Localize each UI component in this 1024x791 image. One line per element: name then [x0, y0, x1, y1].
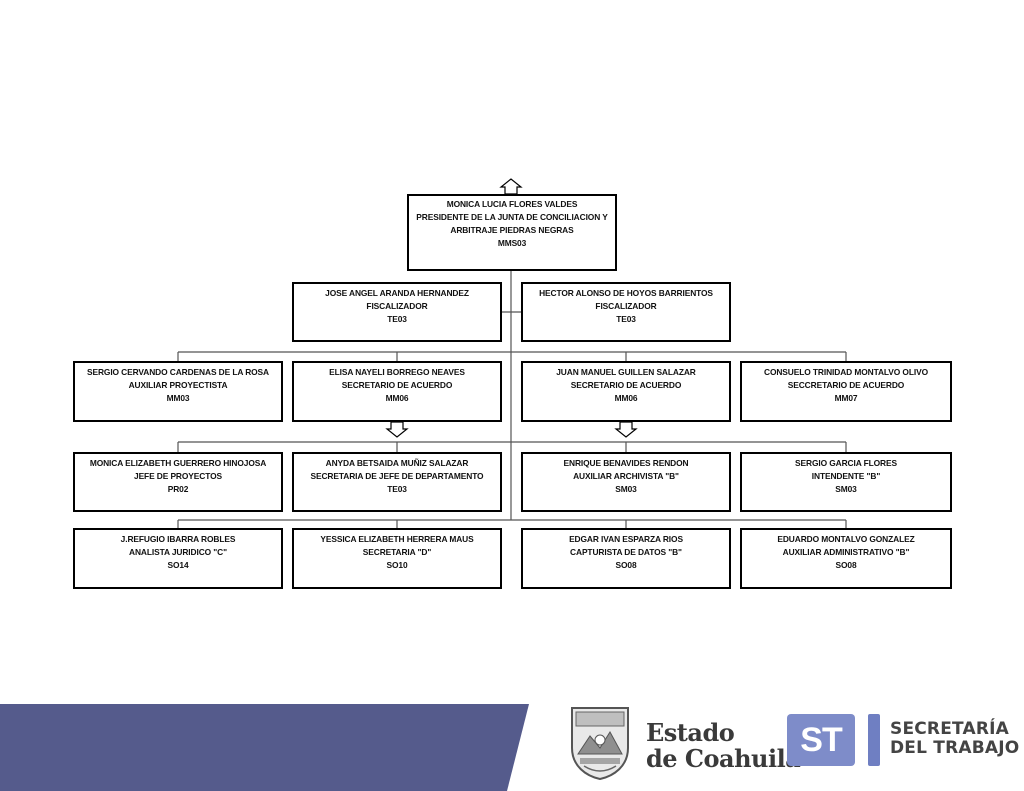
person-name: JUAN MANUEL GUILLEN SALAZAR [556, 367, 696, 377]
up-arrow-icon [499, 178, 523, 195]
org-box-row2-3: JUAN MANUEL GUILLEN SALAZAR SECRETARIO D… [521, 361, 731, 422]
person-name: JOSE ANGEL ARANDA HERNANDEZ [325, 288, 469, 298]
position-title: PRESIDENTE DE LA JUNTA DE CONCILIACION Y… [416, 212, 608, 235]
down-arrow-icon [614, 421, 638, 438]
person-name: SERGIO CERVANDO CARDENAS DE LA ROSA [86, 367, 269, 377]
secretaria-line1: SECRETARÍA [890, 719, 1010, 739]
coahuila-seal-icon [571, 707, 629, 780]
position-code: MMS03 [497, 238, 527, 248]
estado-line2: de Coahuila [646, 744, 801, 773]
person-name: MONICA ELIZABETH GUERRERO HINOJOSA [89, 458, 267, 468]
org-box-row1-1: JOSE ANGEL ARANDA HERNANDEZ FISCALIZADOR… [292, 282, 502, 342]
position-code: SO14 [167, 560, 189, 570]
org-box-row4-4: EDUARDO MONTALVO GONZALEZ AUXILIAR ADMIN… [740, 528, 952, 589]
position-code: SO08 [615, 560, 637, 570]
org-box-row2-2: ELISA NAYELI BORREGO NEAVES SECRETARIO D… [292, 361, 502, 422]
person-name: SERGIO GARCIA FLORES [795, 458, 897, 468]
org-box-row3-3: ENRIQUE BENAVIDES RENDON AUXILIAR ARCHIV… [521, 452, 731, 512]
person-name: ANYDA BETSAIDA MUÑIZ SALAZAR [325, 458, 469, 468]
st-logo-bar [868, 714, 880, 766]
position-title: ANALISTA JURIDICO "C" [129, 547, 227, 557]
org-box-president: MONICA LUCIA FLORES VALDES PRESIDENTE DE… [407, 194, 617, 271]
person-name: MONICA LUCIA FLORES VALDES [446, 199, 578, 209]
person-name: ELISA NAYELI BORREGO NEAVES [329, 367, 465, 377]
position-title: SECRETARIA DE JEFE DE DEPARTAMENTO [310, 471, 484, 481]
position-title: JEFE DE PROYECTOS [134, 471, 222, 481]
position-code: MM03 [166, 393, 190, 403]
person-name: CONSUELO TRINIDAD MONTALVO OLIVO [764, 367, 928, 377]
person-name: EDUARDO MONTALVO GONZALEZ [777, 534, 915, 544]
org-box-row2-4: CONSUELO TRINIDAD MONTALVO OLIVO SECCRET… [740, 361, 952, 422]
estado-line1: Estado [646, 718, 735, 747]
position-code: TE03 [616, 314, 636, 324]
secretaria-line2: DEL TRABAJO [890, 738, 1020, 758]
position-title: AUXILIAR ADMINISTRATIVO "B" [782, 547, 910, 557]
position-title: AUXILIAR PROYECTISTA [128, 380, 228, 390]
org-box-row4-1: J.REFUGIO IBARRA ROBLES ANALISTA JURIDIC… [73, 528, 283, 589]
position-code: SO10 [386, 560, 408, 570]
org-box-row4-2: YESSICA ELIZABETH HERRERA MAUS SECRETARI… [292, 528, 502, 589]
person-name: YESSICA ELIZABETH HERRERA MAUS [320, 534, 474, 544]
position-title: SECRETARIO DE ACUERDO [570, 380, 682, 390]
position-code: MM06 [614, 393, 638, 403]
secretaria-trabajo-logo-text: SECRETARÍA DEL TRABAJO [890, 720, 1019, 758]
position-title: INTENDENTE "B" [811, 471, 881, 481]
position-title: FISCALIZADOR [366, 301, 428, 311]
position-title: FISCALIZADOR [595, 301, 657, 311]
org-box-row3-1: MONICA ELIZABETH GUERRERO HINOJOSA JEFE … [73, 452, 283, 512]
person-name: J.REFUGIO IBARRA ROBLES [120, 534, 236, 544]
person-name: EDGAR IVAN ESPARZA RIOS [569, 534, 683, 544]
org-box-row3-4: SERGIO GARCIA FLORES INTENDENTE "B" SM03 [740, 452, 952, 512]
position-code: SM03 [615, 484, 637, 494]
position-title: AUXILIAR ARCHIVISTA "B" [573, 471, 679, 481]
position-code: SM03 [835, 484, 857, 494]
position-title: SECRETARIA "D" [362, 547, 432, 557]
position-code: TE03 [387, 314, 407, 324]
org-box-row3-2: ANYDA BETSAIDA MUÑIZ SALAZAR SECRETARIA … [292, 452, 502, 512]
position-title: SECCRETARIO DE ACUERDO [787, 380, 905, 390]
person-name: HECTOR ALONSO DE HOYOS BARRIENTOS [539, 288, 713, 298]
position-code: SO08 [835, 560, 857, 570]
st-logo-badge: ST [787, 714, 855, 766]
position-code: MM07 [834, 393, 858, 403]
footer-band [0, 704, 529, 791]
position-code: TE03 [387, 484, 407, 494]
down-arrow-icon [385, 421, 409, 438]
position-title: SECRETARIO DE ACUERDO [341, 380, 453, 390]
position-code: PR02 [167, 484, 189, 494]
org-box-row2-1: SERGIO CERVANDO CARDENAS DE LA ROSA AUXI… [73, 361, 283, 422]
org-box-row1-2: HECTOR ALONSO DE HOYOS BARRIENTOS FISCAL… [521, 282, 731, 342]
estado-coahuila-logo-text: Estado de Coahuila [646, 718, 801, 773]
person-name: ENRIQUE BENAVIDES RENDON [563, 458, 689, 468]
position-code: MM06 [385, 393, 409, 403]
position-title: CAPTURISTA DE DATOS "B" [570, 547, 682, 557]
org-box-row4-3: EDGAR IVAN ESPARZA RIOS CAPTURISTA DE DA… [521, 528, 731, 589]
